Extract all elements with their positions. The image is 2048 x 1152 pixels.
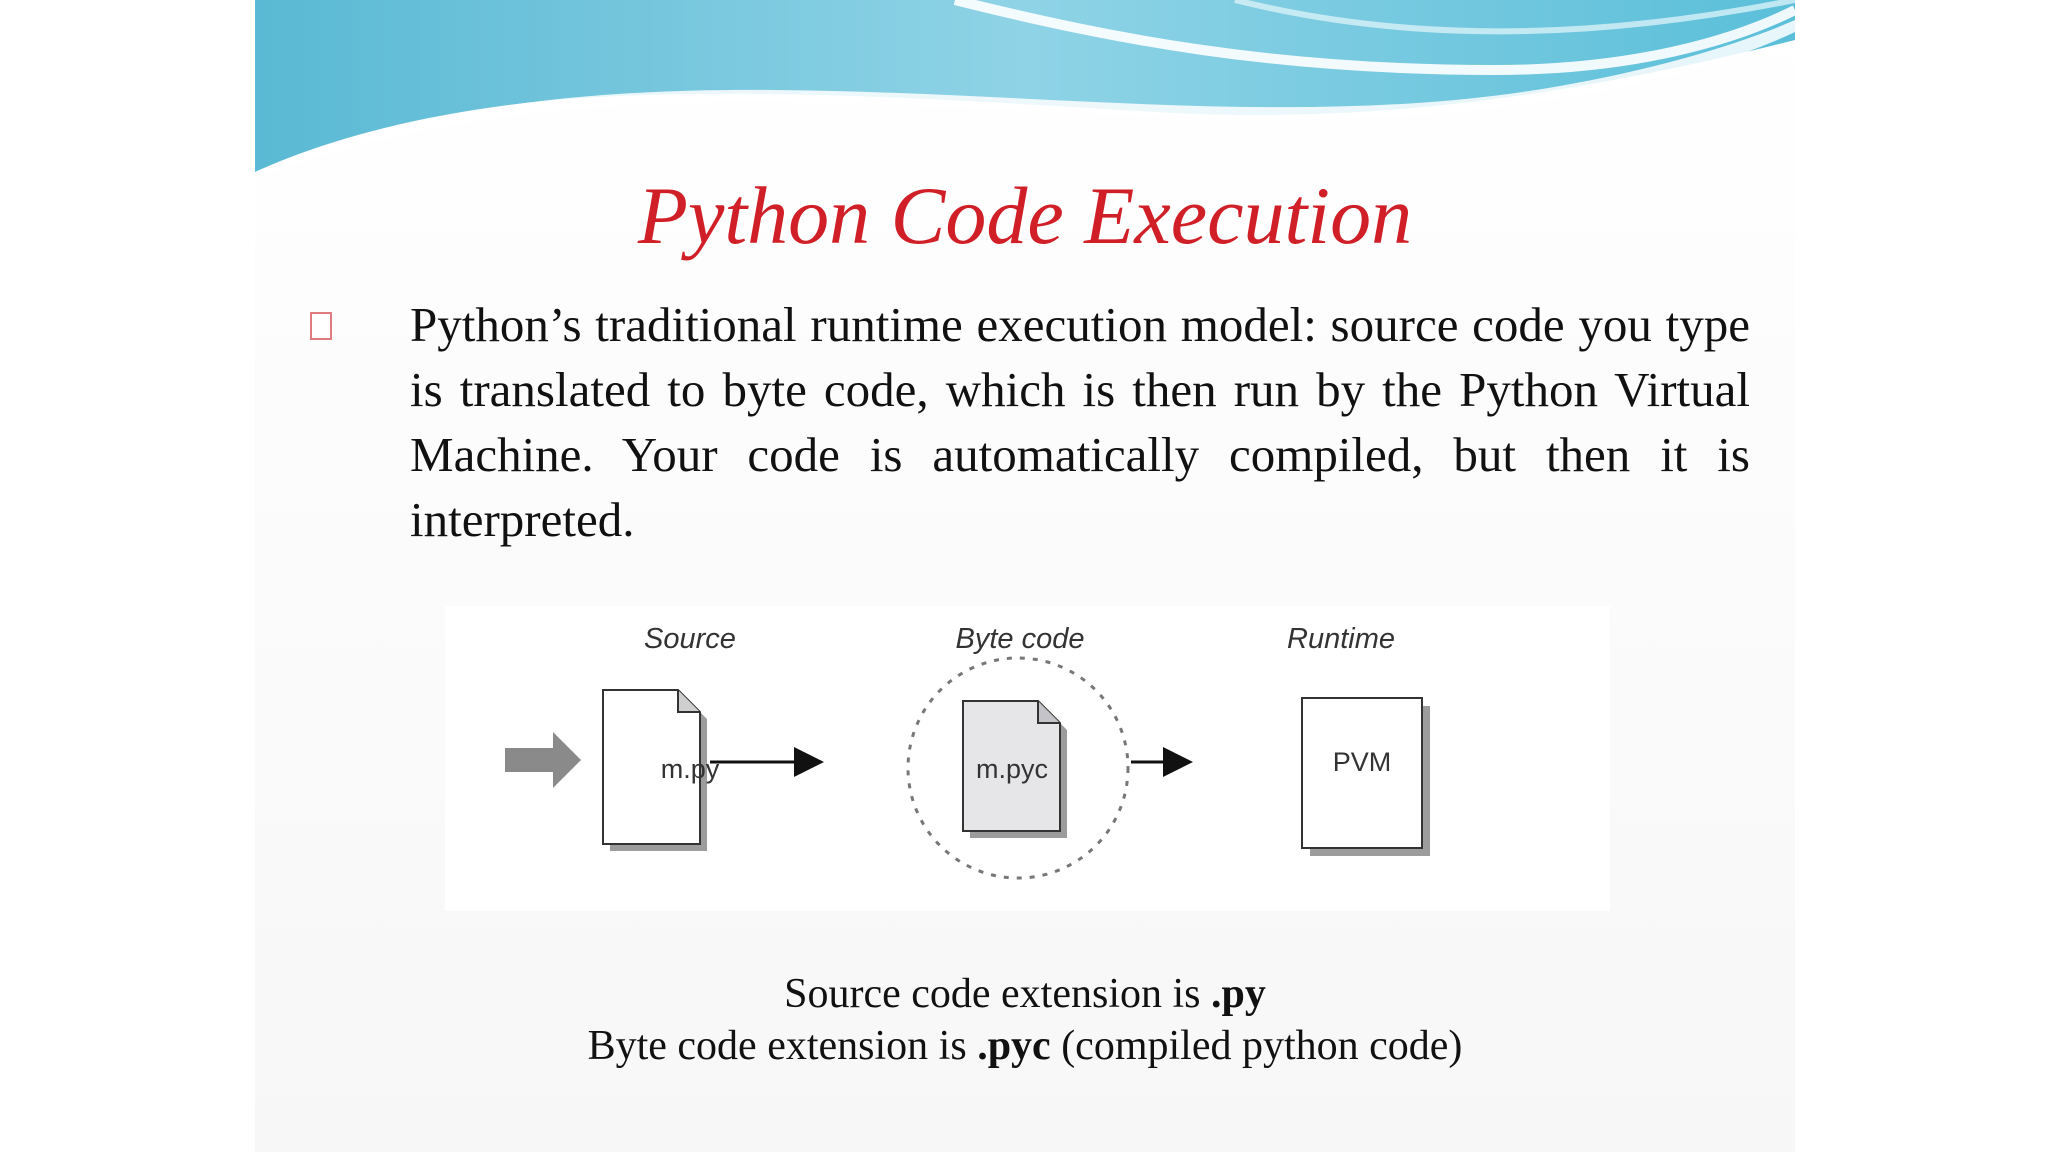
- pvm-box: [1301, 697, 1430, 856]
- header-wave-decoration: [255, 0, 1795, 175]
- source-file-icon: [602, 689, 707, 851]
- bytecode-extension-line: Byte code extension is .pyc (compiled py…: [587, 1023, 1463, 1069]
- source-extension-line: Source code extension is .py: [784, 971, 1266, 1017]
- input-arrow-icon: [505, 732, 581, 788]
- extension-notes: Source code extension is .py Byte code e…: [255, 968, 1795, 1072]
- bullet-text: Python’s traditional runtime execution m…: [410, 297, 1750, 547]
- source-file-label: m.py: [661, 754, 720, 784]
- execution-diagram: Source Byte code Runtime m.py: [445, 606, 1610, 911]
- bytecode-file-icon: [962, 700, 1067, 838]
- bytecode-file-label: m.pyc: [976, 754, 1048, 784]
- stage-label-runtime: Runtime: [1287, 623, 1395, 655]
- slide-title: Python Code Execution: [637, 170, 1413, 261]
- bullet-square-icon: [310, 312, 332, 340]
- slide: Python Code Execution Python’s tradition…: [255, 0, 1795, 1152]
- pyc-extension: .pyc: [977, 1023, 1051, 1069]
- stage-label-source: Source: [644, 623, 736, 655]
- stage-label-bytecode: Byte code: [956, 623, 1085, 655]
- bytecode-dashed-circle: [906, 656, 1130, 880]
- py-extension: .py: [1211, 971, 1266, 1017]
- pvm-label: PVM: [1333, 747, 1392, 777]
